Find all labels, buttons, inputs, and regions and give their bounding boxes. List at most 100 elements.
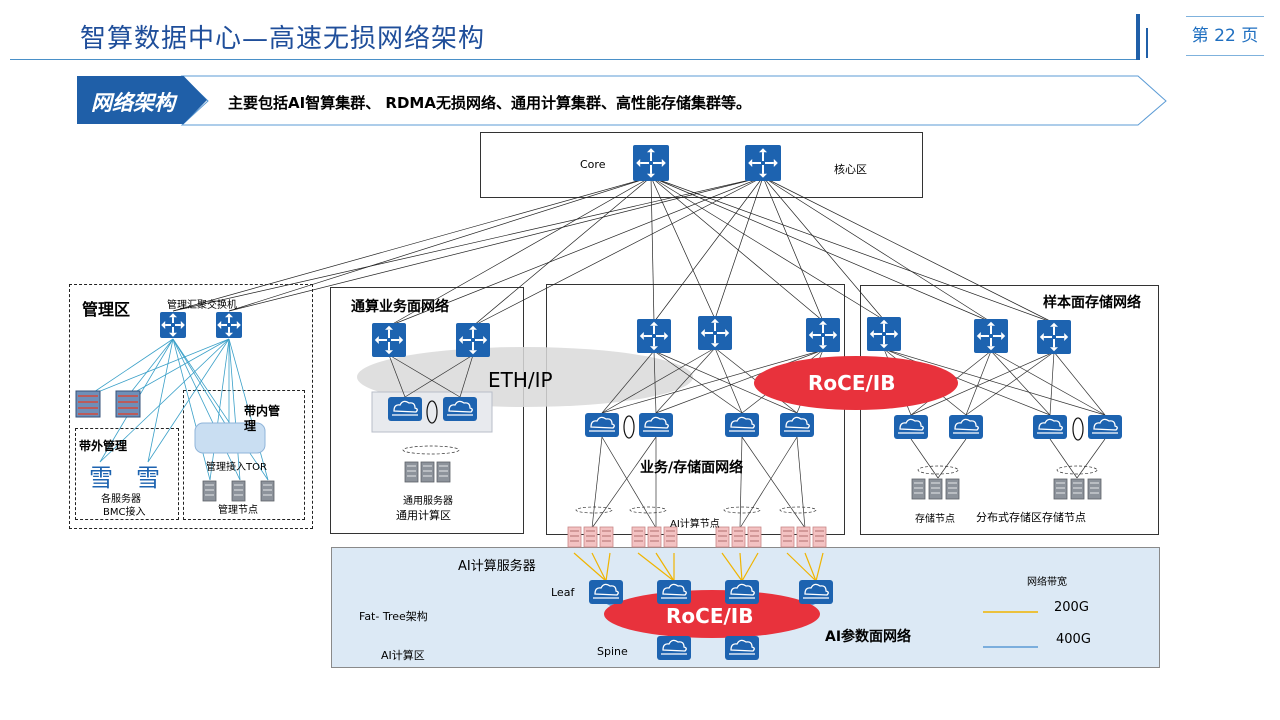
mgmt-switch-icon-1-arrow-0 bbox=[225, 313, 233, 318]
core-uplink-0-3 bbox=[472, 176, 652, 327]
business-leaf-icon-3 bbox=[780, 413, 814, 437]
business-rack-link-3-0 bbox=[739, 436, 798, 529]
core-zone-label: 核心区 bbox=[834, 163, 867, 176]
general-leaf-icon-1 bbox=[443, 397, 477, 421]
oob-caption-2: BMC接入 bbox=[103, 507, 146, 518]
ai-server-icon-1-0 bbox=[631, 526, 646, 548]
leaf-label: Leaf bbox=[551, 586, 575, 599]
business-zone-title: 业务/存储面网络 bbox=[640, 460, 744, 476]
spine-label: Spine bbox=[597, 645, 628, 658]
mgmt-switch-icon-0 bbox=[160, 312, 186, 338]
ai-server-icon-1-1 bbox=[647, 526, 662, 548]
core-uplink-0-5 bbox=[650, 176, 716, 320]
core-uplink-1-3 bbox=[472, 176, 764, 327]
core-uplink-0-8 bbox=[650, 176, 992, 323]
mgmt-link-1-3 bbox=[147, 338, 230, 463]
storage-spine-icon-2-arrow-2 bbox=[1039, 333, 1044, 341]
mgmt-link-1-2 bbox=[99, 338, 230, 463]
business-link-1-0 bbox=[601, 347, 716, 414]
mgmt-node-icon-2-body bbox=[260, 480, 275, 502]
oob-icon-1: 雪 bbox=[89, 464, 113, 492]
banner-tag: 网络架构 bbox=[77, 76, 207, 124]
lag-ellipse-3 bbox=[723, 506, 761, 514]
ai-leaf-icon-3-cloud bbox=[804, 583, 829, 596]
general-spine-icon-1 bbox=[456, 323, 490, 357]
core-uplink-1-4 bbox=[653, 176, 764, 323]
title-underline bbox=[10, 59, 1140, 60]
business-spine-icon-2-arrow-0 bbox=[819, 320, 827, 325]
ai-server-icon-3-2 bbox=[812, 526, 827, 548]
business-link-0-0 bbox=[601, 350, 655, 414]
banner-tag-label: 网络架构 bbox=[91, 91, 175, 115]
storage-node-link-0 bbox=[910, 438, 939, 479]
storage-node-icon-4 bbox=[1070, 478, 1085, 500]
storage-leaf-icon-1 bbox=[949, 415, 983, 439]
lag-ellipse-6 bbox=[1056, 465, 1098, 475]
lag-ellipse-2 bbox=[629, 506, 667, 514]
mgmt-link-1-7 bbox=[228, 338, 269, 481]
general-spine-icon-0-arrow-1 bbox=[385, 350, 393, 355]
storage-spine-icon-0-arrow-3 bbox=[894, 330, 899, 338]
core-router-icon-1-arrow-2 bbox=[748, 159, 753, 167]
core-router-icon-1-arrow-0 bbox=[759, 148, 767, 153]
storage-link-1-1 bbox=[965, 350, 992, 416]
business-link-0-3 bbox=[653, 350, 798, 414]
ai-server-icon-1-2 bbox=[663, 526, 678, 548]
general-server-icon-2 bbox=[436, 461, 451, 483]
storage-link-2-1 bbox=[965, 351, 1055, 416]
core-uplink-0-4 bbox=[650, 176, 655, 323]
mgmt-switch-icon-1-arrow-3 bbox=[236, 321, 241, 329]
mgmt-switch-icon-1-arrow-2 bbox=[217, 321, 222, 329]
storage-zone-box bbox=[860, 285, 1159, 535]
ai-server-icon-0-1-body bbox=[583, 526, 598, 548]
general-server-icon-0 bbox=[404, 461, 419, 483]
business-spine-icon-0 bbox=[637, 319, 671, 353]
business-spine-icon-2-arrow-2 bbox=[808, 331, 813, 339]
ai-server-icon-3-0 bbox=[780, 526, 795, 548]
mgmt-link-0-5 bbox=[172, 338, 211, 481]
core-uplink-1-5 bbox=[714, 176, 764, 320]
inband-title-1: 带内管 bbox=[244, 404, 281, 418]
business-spine-icon-1-arrow-0 bbox=[711, 318, 719, 323]
firewall-icon-1-body bbox=[115, 390, 141, 418]
general-leaf-icon-0-cloud bbox=[393, 400, 418, 413]
business-spine-icon-0-body bbox=[637, 319, 671, 353]
storage-link-0-2 bbox=[883, 348, 1051, 416]
firewall-icon-0-body bbox=[75, 390, 101, 418]
mgmt-link-1-0 bbox=[87, 338, 230, 397]
storage-leaf-icon-3-cloud bbox=[1093, 418, 1118, 431]
general-spine-icon-0-arrow-0 bbox=[385, 325, 393, 330]
banner-text: 主要包括AI智算集群、 RDMA无损网络、通用计算集群、高性能存储集群等。 bbox=[228, 94, 751, 112]
storage-spine-icon-1-arrow-2 bbox=[976, 332, 981, 340]
storage-node-icon-1 bbox=[928, 478, 943, 500]
ai-server-icon-2-1 bbox=[731, 526, 746, 548]
core-router-icon-1-arrow-1 bbox=[759, 173, 767, 178]
oob-caption-1: 各服务器 bbox=[101, 494, 141, 505]
storage-node-icon-0 bbox=[911, 478, 926, 500]
business-leaf-icon-1 bbox=[639, 413, 673, 437]
ethip-overlay-label: ETH/IP bbox=[488, 368, 553, 392]
ai-leaf-link-2-2 bbox=[741, 552, 759, 582]
business-leaf-icon-0 bbox=[585, 413, 619, 437]
business-link-0-2 bbox=[653, 350, 743, 414]
ai-servers-label: AI计算服务器 bbox=[458, 559, 536, 574]
general-zone-title: 通算业务面网络 bbox=[351, 299, 449, 315]
ai-server-icon-1-1-body bbox=[647, 526, 662, 548]
legend-200g-label: 200G bbox=[1054, 600, 1089, 615]
business-link-1-2 bbox=[714, 347, 743, 414]
business-rack-link-0-0 bbox=[591, 436, 603, 529]
mgmt-node-icon-0 bbox=[202, 480, 217, 502]
mgmt-link-0-0 bbox=[87, 338, 174, 397]
storage-spine-icon-0-arrow-1 bbox=[880, 344, 888, 349]
storage-leaf-icon-0 bbox=[894, 415, 928, 439]
ai-leaf-icon-3 bbox=[799, 580, 833, 604]
ai-server-icon-2-2 bbox=[747, 526, 762, 548]
storage-spine-icon-2 bbox=[1037, 320, 1071, 354]
firewall-icon-0 bbox=[75, 390, 101, 418]
lag-ellipse-1 bbox=[575, 506, 613, 514]
ai-server-icon-0-0-body bbox=[567, 526, 582, 548]
business-spine-icon-1-body bbox=[698, 316, 732, 350]
business-leaf-icon-0-cloud bbox=[590, 416, 615, 429]
mgmt-node-icon-0-body bbox=[202, 480, 217, 502]
